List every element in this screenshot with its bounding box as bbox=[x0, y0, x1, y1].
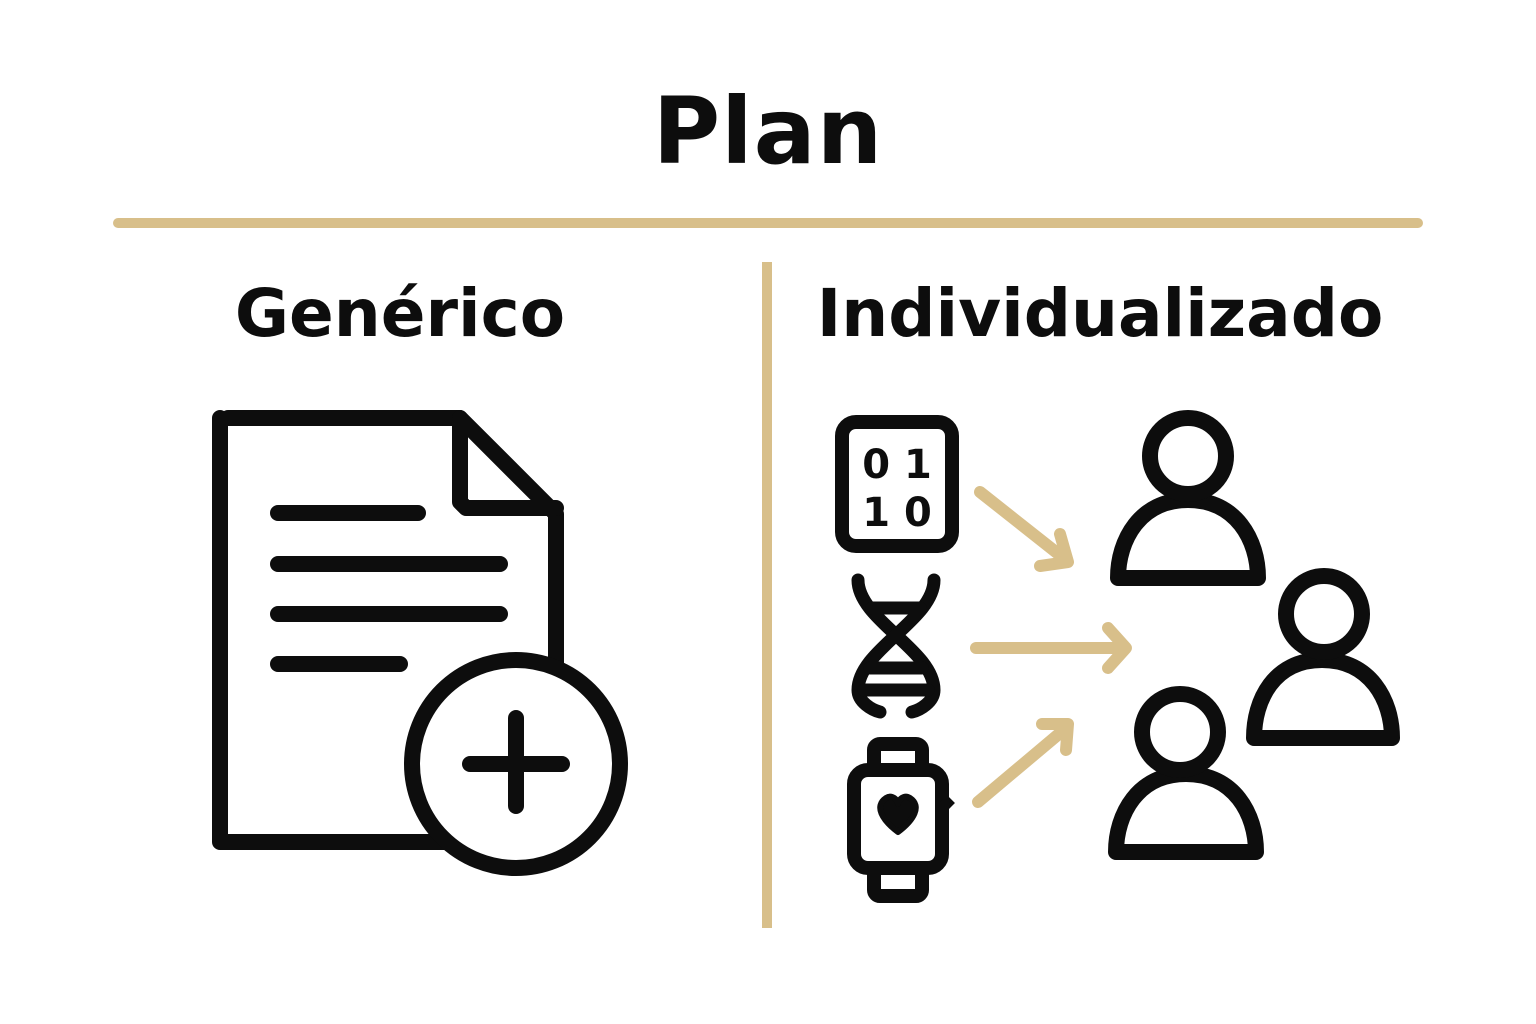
vertical-divider bbox=[762, 262, 772, 928]
individualized-heading: Individualizado bbox=[816, 275, 1384, 352]
plus-circle-icon bbox=[404, 652, 628, 876]
binary-row-1: 0 1 bbox=[862, 442, 932, 488]
generic-heading: Genérico bbox=[234, 275, 566, 352]
arrow-icon bbox=[972, 718, 1074, 808]
person-icon bbox=[1108, 686, 1264, 860]
person-icon bbox=[1246, 568, 1400, 746]
binary-row-2: 1 0 bbox=[862, 490, 932, 536]
arrow-icon bbox=[970, 622, 1132, 674]
arrow-icon bbox=[974, 486, 1074, 572]
smartwatch-heart-icon bbox=[847, 737, 955, 903]
dna-icon bbox=[851, 573, 941, 719]
binary-data-icon: 0 1 1 0 bbox=[835, 415, 959, 553]
person-icon bbox=[1110, 410, 1266, 586]
document-icon bbox=[212, 410, 564, 850]
horizontal-divider bbox=[113, 218, 1423, 228]
page-title: Plan bbox=[652, 78, 884, 185]
